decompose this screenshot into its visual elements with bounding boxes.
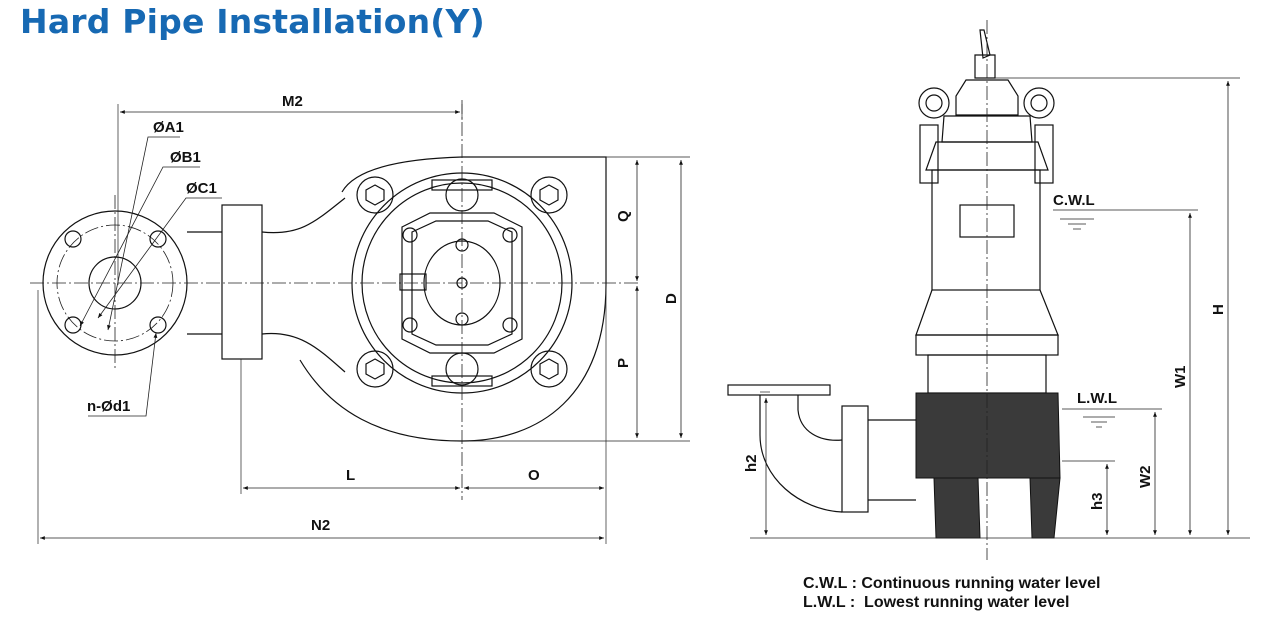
flange-bolt-hole — [149, 316, 167, 334]
flange-bolt-hole — [64, 316, 82, 334]
motor-head — [401, 212, 523, 354]
discharge-pipe — [187, 231, 222, 335]
lifting-eye — [1023, 87, 1055, 119]
dim-label-b1: ØB1 — [170, 149, 201, 166]
dim-label-w2: W2 — [1137, 466, 1154, 489]
dim-label-c1: ØC1 — [186, 180, 217, 197]
dim-label-q: Q — [615, 210, 632, 222]
elevation-view: H C.W.L W1 L.W.L W2 h3 h2 — [727, 20, 1250, 560]
dim-label-a1: ØA1 — [153, 119, 184, 136]
dim-label-p: P — [615, 358, 632, 368]
legend-row-lwl: L.W.L : Lowest running water level — [803, 594, 1070, 611]
dim-label-nd1: n-Ød1 — [87, 398, 130, 415]
casing-bolt — [356, 350, 394, 388]
legend-text: Continuous running water level — [861, 575, 1101, 592]
dim-label-w1: W1 — [1172, 366, 1189, 389]
dim-label-m2: M2 — [282, 93, 303, 110]
cwl-label: C.W.L — [1053, 192, 1095, 209]
dim-label-d: D — [663, 293, 680, 304]
motor-housing — [931, 169, 1041, 291]
legend-abbr: L.W.L — [803, 594, 846, 611]
legend-text: Lowest running water level — [864, 594, 1070, 611]
volute-neck — [261, 197, 346, 373]
dim-label-o: O — [528, 467, 540, 484]
pump-stand — [933, 477, 981, 539]
motor-cap — [925, 141, 1049, 171]
legend-abbr: C.W.L — [803, 575, 848, 592]
dim-label-h2: h2 — [743, 454, 760, 472]
cable-entry — [974, 54, 996, 79]
lifting-eye — [918, 87, 950, 119]
volute-casing — [299, 156, 607, 442]
discharge-elbow — [759, 395, 843, 513]
legend-row-cwl: C.W.L : Continuous running water level — [803, 575, 1101, 592]
casing-bolt — [356, 176, 394, 214]
dim-label-n2: N2 — [311, 517, 330, 534]
cable-outlet — [399, 273, 427, 291]
plan-view: M2 ØA1 ØB1 ØC1 n-Ød1 Q P D L O N2 — [30, 93, 690, 544]
pump-stand — [1029, 477, 1061, 539]
flange-bolt-hole — [64, 230, 82, 248]
flange-bolt-hole — [149, 230, 167, 248]
elbow-flange — [841, 405, 869, 513]
casing-bolt — [530, 350, 568, 388]
pipe-flange — [221, 204, 263, 360]
dim-label-h3: h3 — [1089, 492, 1106, 510]
casing-bolt — [530, 176, 568, 214]
page-title: Hard Pipe Installation(Y) — [20, 2, 485, 41]
lwl-label: L.W.L — [1077, 390, 1117, 407]
motor-head-inner — [411, 220, 513, 346]
dim-label-h: H — [1210, 304, 1227, 315]
base-flange — [727, 384, 831, 396]
top-cover — [955, 79, 1019, 116]
power-cable — [979, 29, 991, 59]
dim-label-l: L — [346, 467, 355, 484]
pump-casing — [915, 392, 1061, 479]
